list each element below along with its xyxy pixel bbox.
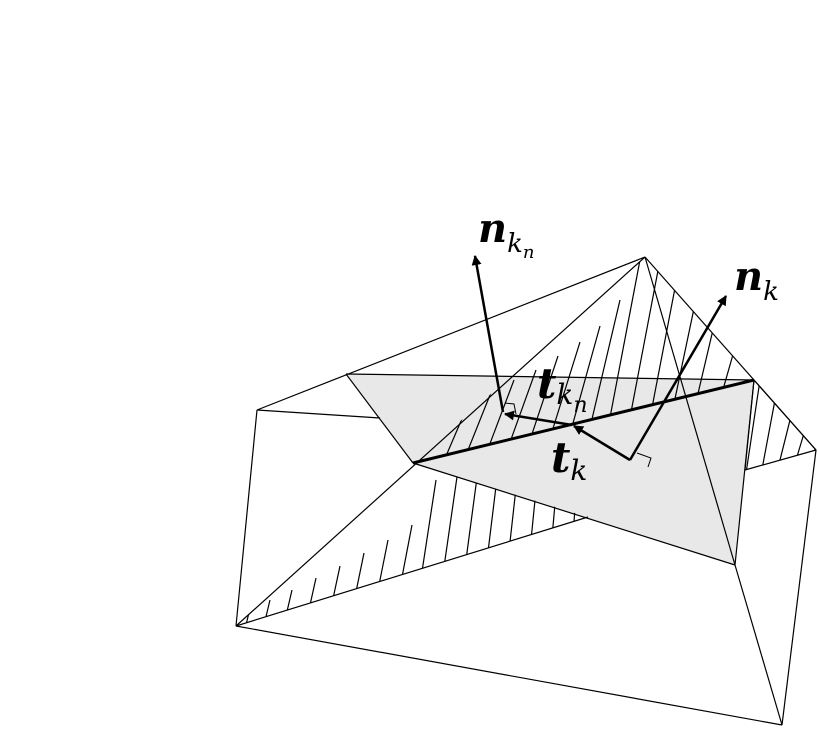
right-angle-mark-k [636,452,652,468]
label-n-kn: nkn [478,205,534,263]
shared-edge [412,378,755,465]
normal-vector-n-kn [471,255,505,413]
label-n-k: nk [734,253,779,307]
label-t-k: tk [551,433,587,487]
normal-vector-n-k [628,295,728,461]
mesh-edges [235,256,817,726]
tangent-vector-t-kn [504,410,573,427]
hatch-right-face [745,380,816,470]
facet-k [413,380,754,565]
label-t-kn: tkn [537,359,588,418]
tangent-vector-t-k [573,424,631,462]
facet-k-n [346,374,754,463]
right-angle-mark-kn [504,402,517,415]
